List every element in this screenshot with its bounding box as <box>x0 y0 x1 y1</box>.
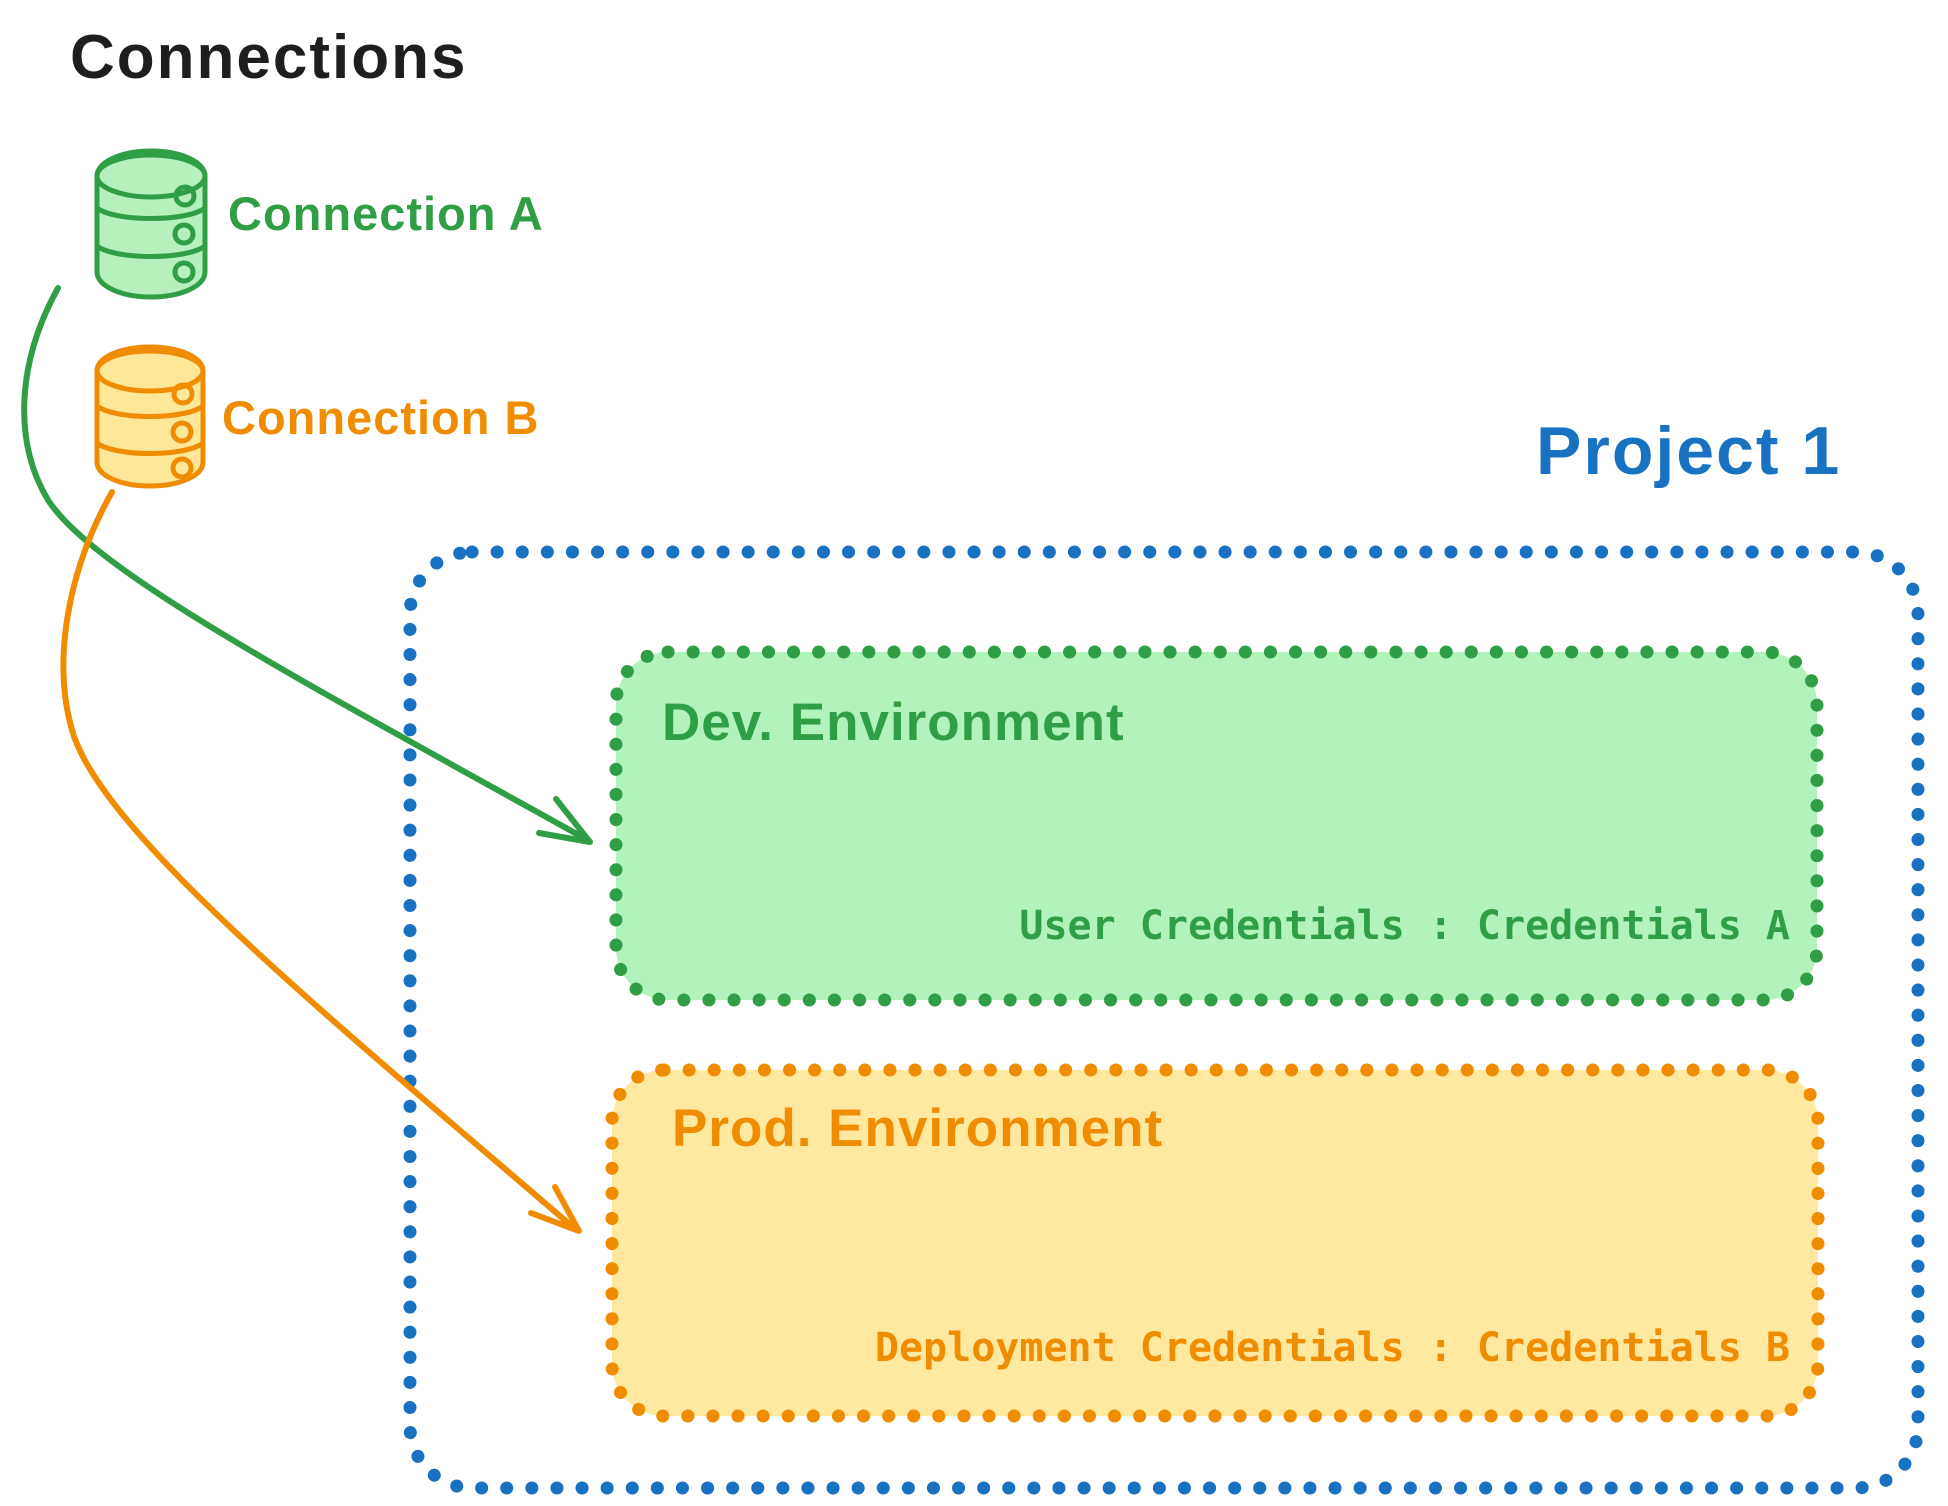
database-icon <box>94 148 208 300</box>
diagram-title: Connections <box>70 23 468 92</box>
dev-environment-title: Dev. Environment <box>662 693 1125 752</box>
project-box <box>403 545 1925 1495</box>
dev-credentials-label: User Credentials : Credentials A <box>1019 903 1790 949</box>
connection-a-label: Connection A <box>228 187 544 240</box>
arrow-connection-b-to-prod <box>60 489 582 1234</box>
connection-b-label: Connection B <box>222 391 540 444</box>
database-icon <box>94 344 206 489</box>
dev-environment-box <box>609 645 1824 1007</box>
project-title: Project 1 <box>1536 413 1842 489</box>
prod-credentials-label: Deployment Credentials : Credentials B <box>874 1325 1790 1371</box>
prod-environment-title: Prod. Environment <box>672 1099 1164 1158</box>
arrow-connection-a-to-dev <box>21 285 593 845</box>
prod-environment-box <box>605 1063 1825 1423</box>
